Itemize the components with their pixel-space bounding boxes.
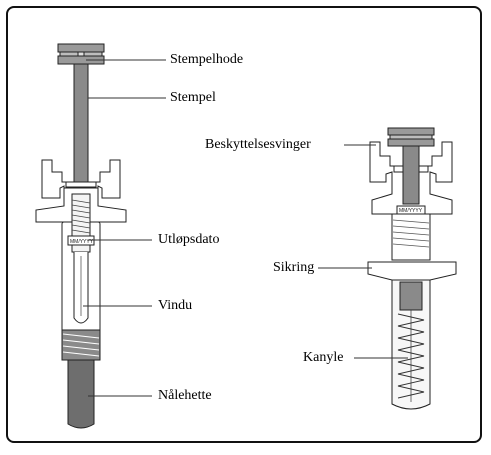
leader-lines bbox=[83, 59, 408, 397]
diagram-frame bbox=[6, 6, 482, 443]
left-plunger-head bbox=[57, 43, 105, 65]
right-syringe: MM/YYYY bbox=[367, 127, 457, 410]
right-safety-guard bbox=[367, 261, 457, 281]
label-needle: Kanyle bbox=[303, 350, 344, 365]
svg-text:MM/YYYY: MM/YYYY bbox=[70, 239, 94, 245]
label-guard-wings: Beskyttelsesvinger bbox=[205, 137, 311, 152]
right-plunger-head bbox=[387, 127, 435, 147]
label-window: Vindu bbox=[158, 298, 193, 313]
svg-text:MM/YYYY: MM/YYYY bbox=[399, 208, 423, 214]
left-plunger-rod bbox=[73, 63, 89, 195]
left-syringe: MM/YYYY bbox=[35, 43, 127, 429]
label-safety-guard: Sikring bbox=[273, 260, 315, 275]
right-needle-spring bbox=[397, 310, 425, 402]
left-guard-wings bbox=[35, 159, 127, 223]
label-plunger: Stempel bbox=[170, 90, 216, 105]
left-needle-cap bbox=[67, 359, 95, 429]
label-plunger-head: Stempelhode bbox=[170, 52, 244, 67]
label-needle-cap: Nålehette bbox=[158, 388, 212, 403]
label-expiry-date: Utløpsdato bbox=[158, 232, 220, 247]
